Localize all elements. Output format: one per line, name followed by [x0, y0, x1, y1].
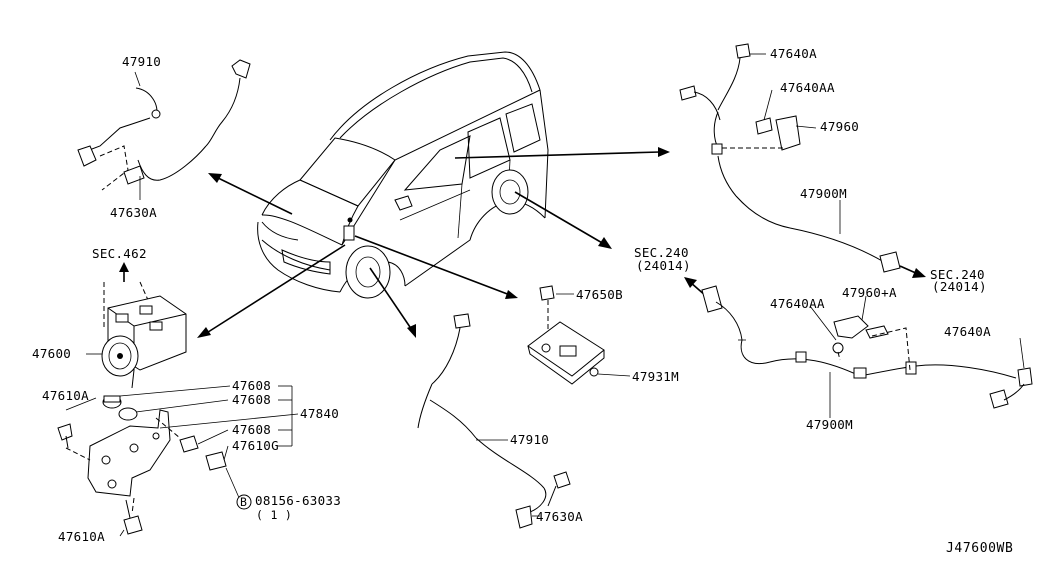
label-47840: 47840 — [300, 406, 340, 421]
front-sensor-top-left — [77, 59, 251, 200]
actuator-bracket — [57, 385, 299, 537]
label-47600: 47600 — [32, 346, 72, 361]
yaw-rate-sensor — [527, 285, 631, 385]
label-47608-1: 47608 — [232, 378, 272, 393]
label-bolt-qty: ( 1 ) — [256, 508, 293, 522]
label-sec240-mid: SEC.240 — [634, 245, 689, 260]
front-sensor-bottom — [417, 313, 571, 529]
label-47910-top: 47910 — [122, 54, 162, 69]
label-47900m-bottom: 47900M — [806, 417, 853, 432]
bolt-marker-b: B — [240, 495, 248, 509]
rear-sensor-bottom — [701, 285, 1033, 418]
label-47610g: 47610G — [232, 438, 279, 453]
label-47640aa-bottom: 47640AA — [770, 296, 825, 311]
label-bolt-code: 08156-63033 — [255, 493, 342, 508]
pointer-arrows — [197, 147, 670, 338]
label-47650b: 47650B — [576, 287, 623, 302]
label-47640a-bottom: 47640A — [944, 324, 991, 339]
label-47610a-left: 47610A — [42, 388, 89, 403]
label-sec240-right-sub: (24014) — [932, 279, 987, 294]
label-47931m: 47931M — [632, 369, 679, 384]
abs-actuator — [86, 262, 187, 389]
label-47910-bottom: 47910 — [510, 432, 550, 447]
diagram-code: J47600WB — [946, 541, 1014, 556]
vehicle-illustration — [257, 51, 549, 299]
label-47960: 47960 — [820, 119, 860, 134]
label-sec240-right: SEC.240 — [930, 267, 985, 282]
label-47640aa-top: 47640AA — [780, 80, 835, 95]
label-47630a-bottom: 47630A — [536, 509, 583, 524]
label-sec240-mid-sub: (24014) — [636, 258, 691, 273]
label-47960a: 47960+A — [842, 285, 897, 300]
label-47610a-bottom: 47610A — [58, 529, 105, 544]
label-47640a-top: 47640A — [770, 46, 817, 61]
label-47900m-top: 47900M — [800, 186, 847, 201]
label-47608-3: 47608 — [232, 422, 272, 437]
label-47630a-top: 47630A — [110, 205, 157, 220]
rear-sensor-top — [679, 43, 926, 278]
label-sec462: SEC.462 — [92, 246, 147, 261]
label-47608-2: 47608 — [232, 392, 272, 407]
